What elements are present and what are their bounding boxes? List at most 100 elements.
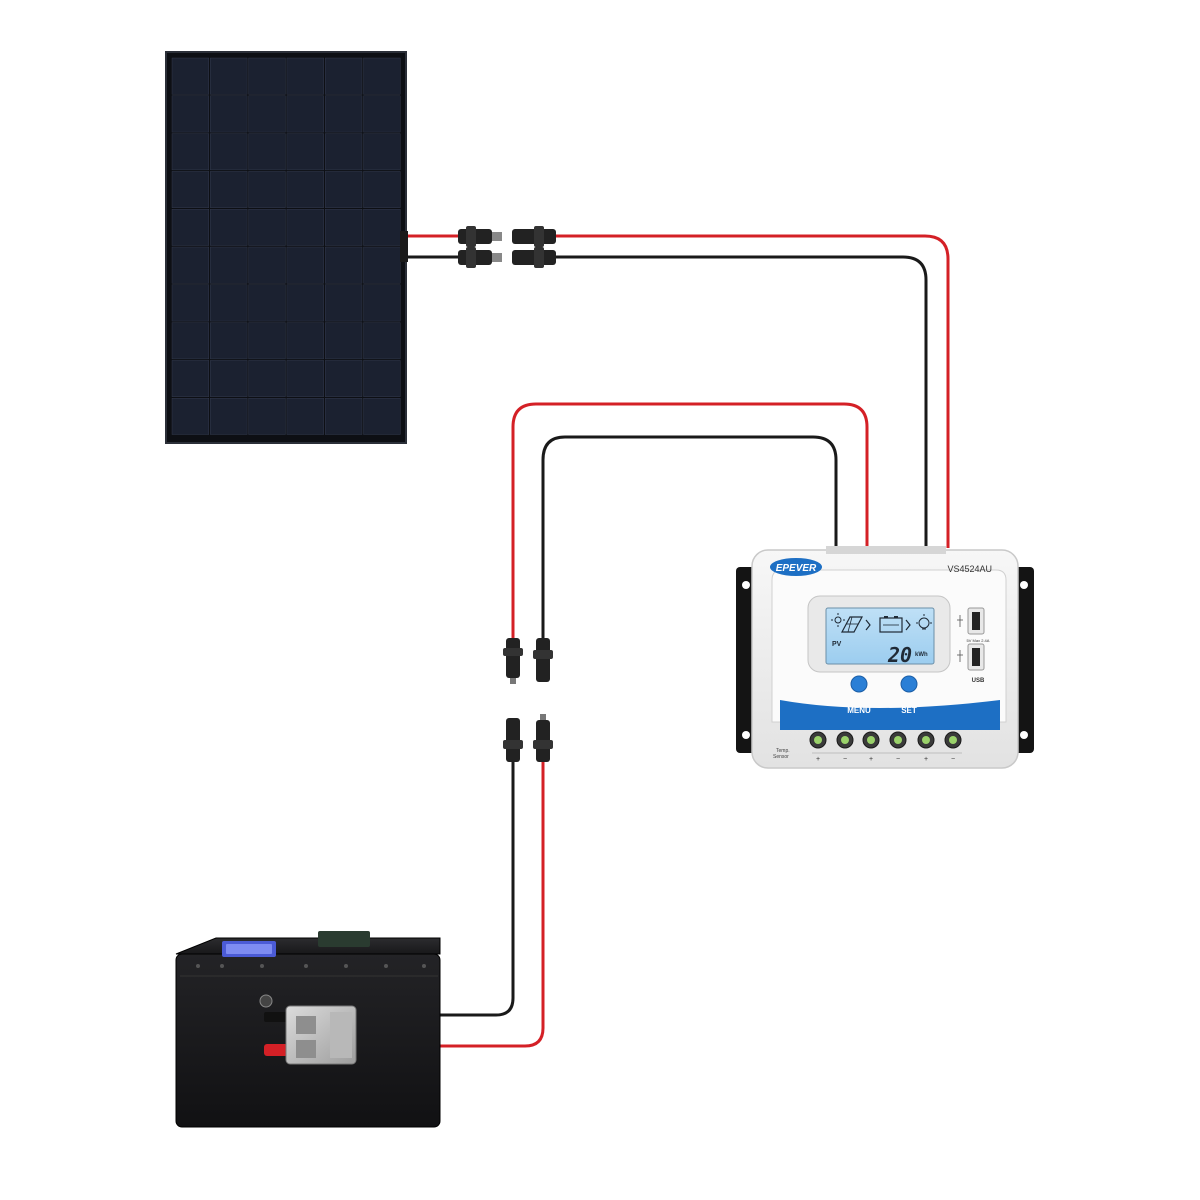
solar-cell (171, 398, 209, 435)
usb-spec-label: 5V Max 2.4A (967, 638, 990, 643)
solar-cell (171, 57, 209, 95)
terminal-polarity-label: − (843, 756, 847, 763)
set-button[interactable] (900, 675, 918, 693)
lcd-reading-value: 20 (887, 643, 912, 667)
chevron-right-icon (905, 619, 911, 631)
mc4-lower-right (533, 714, 553, 762)
solar-cell (248, 208, 286, 246)
temp-sensor-label-line2: Sensor (773, 754, 789, 760)
lcd-reading-unit: kWh (915, 652, 928, 658)
solar-cell (286, 133, 324, 171)
mc4-upper-left (503, 638, 523, 684)
mc4-connectors-battery (503, 638, 553, 762)
solar-cell (171, 133, 209, 171)
solar-cell (210, 360, 248, 397)
solar-cell (171, 284, 209, 322)
mc4-male-positive (458, 226, 502, 247)
solar-cell (363, 284, 401, 322)
solar-cell (286, 246, 324, 284)
bulb-icon (916, 614, 932, 630)
solar-cell (286, 171, 324, 208)
solar-cell (325, 95, 363, 133)
solar-cell (171, 360, 209, 397)
controller-accent-band (780, 700, 1000, 730)
solar-cell (210, 284, 248, 322)
solar-cell (363, 246, 401, 284)
solar-cell (363, 171, 401, 208)
solar-cell (248, 171, 286, 208)
terminal-block: +−+−+− (809, 731, 962, 763)
solar-cell (210, 208, 248, 246)
solar-cell (171, 171, 209, 208)
lcd-pv-label: PV (832, 641, 842, 648)
solar-cell (325, 171, 363, 208)
solar-cell (171, 208, 209, 246)
solar-cell (210, 171, 248, 208)
solar-cell (248, 246, 286, 284)
solar-cell (325, 208, 363, 246)
screw-terminal-slot (894, 736, 902, 744)
usb-label: USB (972, 678, 985, 684)
chevron-right-icon (865, 619, 871, 631)
menu-button-label: MENU (847, 706, 871, 715)
solar-panel-cells (171, 57, 401, 435)
solar-cell (325, 360, 363, 397)
solar-cell (325, 133, 363, 171)
menu-button[interactable] (850, 675, 868, 693)
solar-cell (325, 322, 363, 360)
battery-negative-terminal (264, 1012, 288, 1022)
lithium-battery (175, 931, 441, 1128)
screw-terminal-slot (814, 736, 822, 744)
terminal-polarity-label: − (896, 756, 900, 763)
temp-sensor-label-line1: Temp. (776, 748, 790, 754)
set-button-label: SET (901, 706, 917, 715)
anderson-connector (285, 1005, 357, 1065)
battery-power-button[interactable] (259, 994, 273, 1008)
usb-icon (957, 615, 963, 662)
screw-terminal-slot (867, 736, 875, 744)
mc4-male-negative (458, 247, 502, 268)
solar-cell (325, 398, 363, 435)
mc4-lower-left (503, 718, 523, 762)
screw-terminal-slot (949, 736, 957, 744)
solar-cell (286, 398, 324, 435)
solar-cell (325, 246, 363, 284)
battery-icon (879, 616, 903, 633)
pv-positive-wire-run (556, 234, 950, 548)
battery-negative-wire-lower (352, 760, 515, 1017)
pv-array-icon (841, 616, 863, 633)
screw-terminal-slot (841, 736, 849, 744)
solar-cell (325, 57, 363, 95)
wiring (352, 234, 950, 1048)
usb-port-2[interactable] (967, 643, 985, 671)
terminal-polarity-label: + (869, 756, 873, 763)
solar-cell (286, 57, 324, 95)
screw-terminal-slot (922, 736, 930, 744)
terminal-polarity-label: + (924, 756, 928, 763)
solar-cell (248, 95, 286, 133)
mounting-ear-right (1014, 567, 1034, 753)
solar-cell (248, 398, 286, 435)
solar-cell (363, 322, 401, 360)
solar-cell (286, 208, 324, 246)
solar-cell (248, 284, 286, 322)
usb-port-1[interactable] (967, 607, 985, 635)
solar-cell (286, 322, 324, 360)
solar-cell (363, 208, 401, 246)
solar-cell (325, 284, 363, 322)
solar-cell (210, 133, 248, 171)
battery-positive-wire-lower (352, 760, 545, 1048)
solar-cell (210, 322, 248, 360)
brand-logo: EPEVER (770, 558, 822, 576)
brand-name: EPEVER (776, 563, 817, 574)
battery-positive-terminal (264, 1044, 288, 1056)
solar-cell (363, 133, 401, 171)
solar-cell (286, 284, 324, 322)
model-number: VS4524AU (947, 564, 992, 574)
terminal-polarity-label: + (816, 756, 820, 763)
solar-cell (210, 57, 248, 95)
solar-cell (248, 322, 286, 360)
mounting-ear-left (736, 567, 756, 753)
